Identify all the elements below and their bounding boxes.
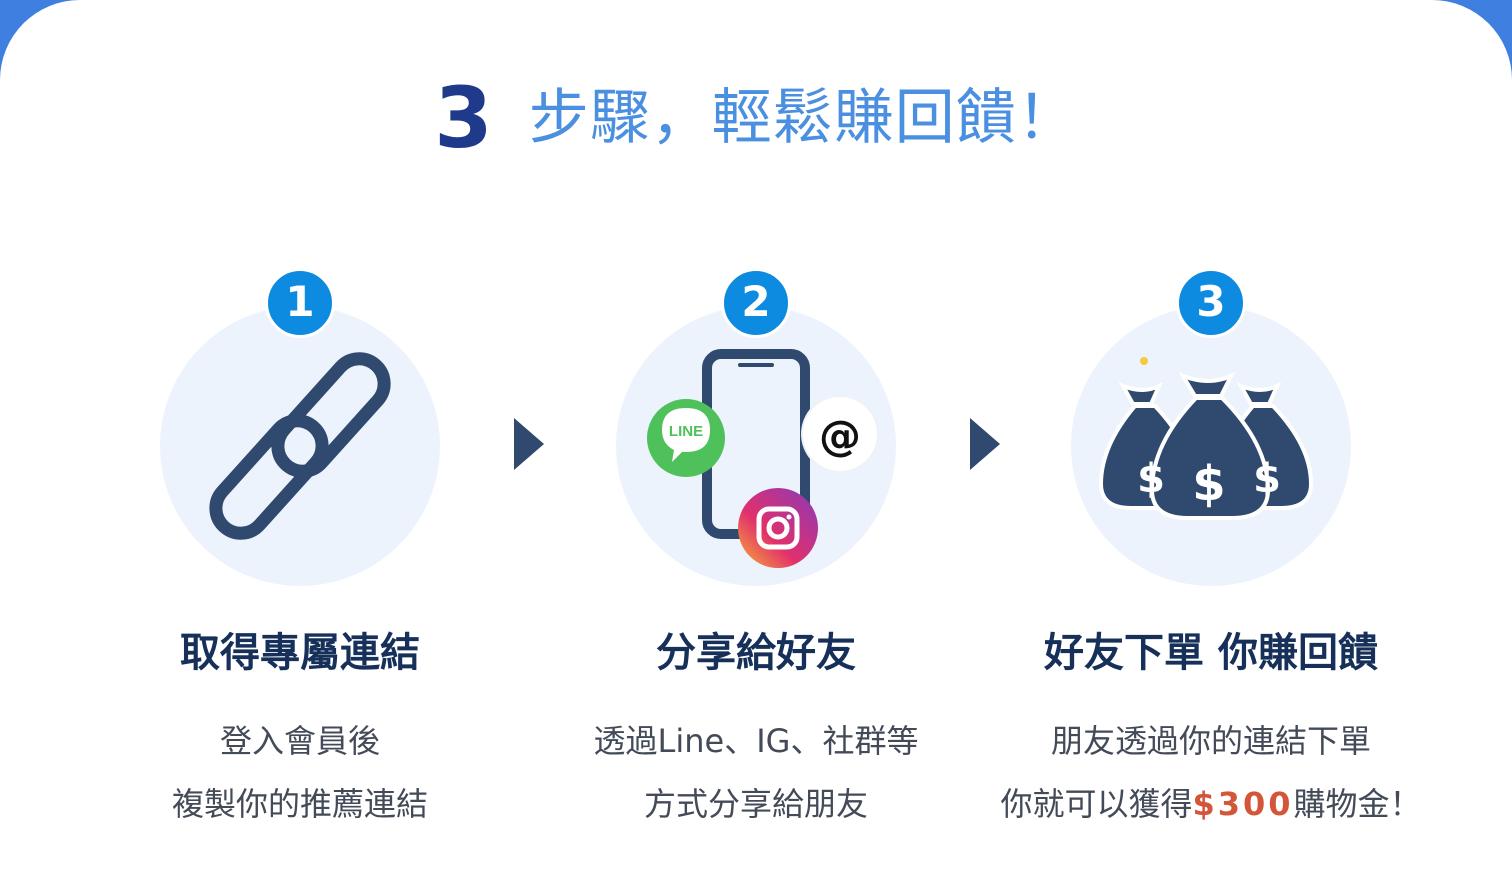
step-badge-3: 3 [1176, 268, 1246, 338]
step-desc-1-line-2: 複製你的推薦連結 [171, 785, 428, 823]
desc-prefix: 你就可以獲得 [1000, 785, 1193, 823]
step-badge-1: 1 [265, 268, 335, 338]
reward-amount: $300 [1192, 785, 1294, 823]
step-desc-3-line-1: 朋友透過你的連結下單 [1050, 722, 1371, 760]
step-badge-2: 2 [721, 268, 791, 338]
step-desc-3: 朋友透過你的連結下單 你就可以獲得$300購物金！ [961, 710, 1461, 836]
step-desc-2-line-1: 透過Line、IG、社群等 [593, 722, 919, 760]
step-desc-1: 登入會員後 複製你的推薦連結 [50, 710, 550, 836]
svg-text:$: $ [1137, 456, 1165, 502]
desc-suffix: 購物金！ [1293, 785, 1422, 823]
step-desc-1-line-1: 登入會員後 [219, 722, 380, 760]
step-1-circle [160, 306, 440, 586]
svg-text:$: $ [1192, 456, 1225, 512]
title-number: 3 [434, 69, 493, 167]
page-title: 3 步驟，輕鬆賺回饋！ [0, 70, 1512, 166]
step-title-2: 分享給好友 [656, 630, 856, 676]
svg-text:@: @ [819, 411, 861, 460]
step-title-1: 取得專屬連結 [180, 630, 420, 676]
money-bags-icon: $ $ $ [1098, 357, 1314, 520]
arrow-right-icon [514, 418, 544, 470]
step-desc-3-line-2: 你就可以獲得$300購物金！ [961, 773, 1461, 836]
step-desc-2: 透過Line、IG、社群等 方式分享給朋友 [506, 710, 1006, 836]
svg-text:$: $ [1253, 456, 1281, 502]
arrow-right-icon [970, 418, 1000, 470]
phone-share-icon: LINE @ [647, 349, 879, 568]
svg-text:LINE: LINE [669, 423, 703, 440]
step-title-3: 好友下單 你賺回饋 [1044, 630, 1378, 676]
title-text: 步驟，輕鬆賺回饋！ [528, 83, 1078, 153]
link-icon [209, 352, 391, 540]
step-desc-2-line-2: 方式分享給朋友 [643, 785, 868, 823]
